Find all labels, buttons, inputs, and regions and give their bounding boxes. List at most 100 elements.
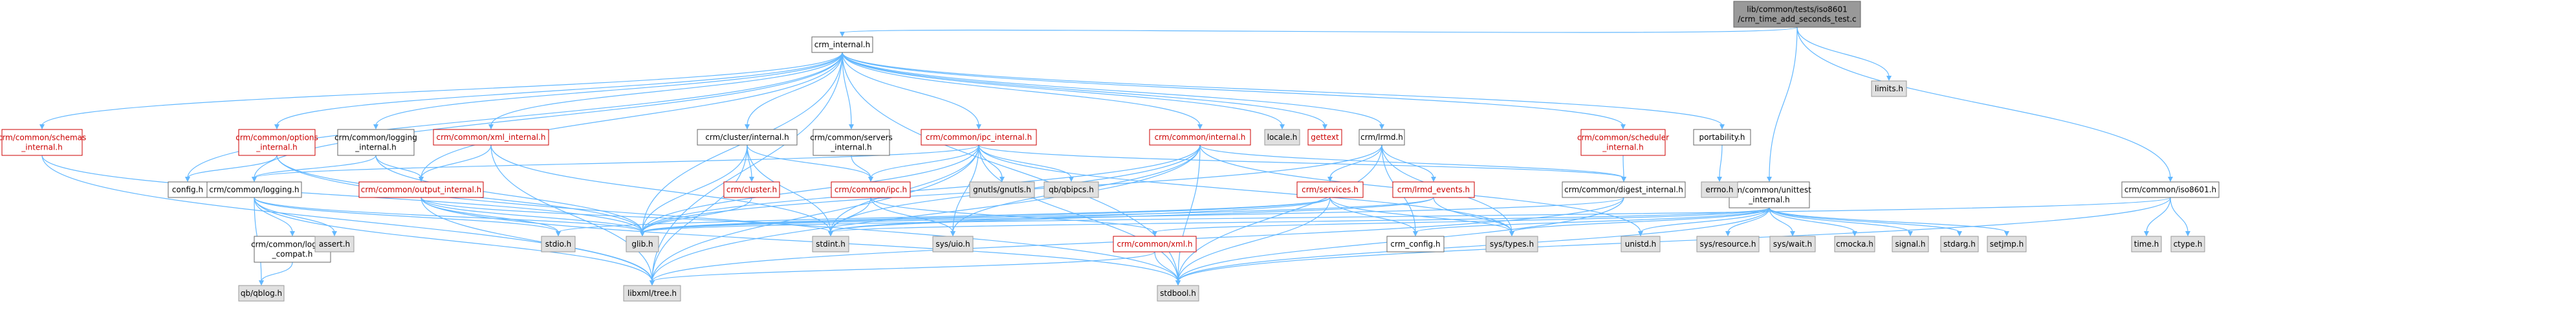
edge-arrowhead-unittest_internal-to-sys_types [1509,231,1514,236]
node-xml[interactable]: crm/common/xml.h [1113,236,1197,252]
node-label: crm/common/options [235,133,318,142]
node-qblog[interactable]: qb/qblog.h [238,285,285,302]
edge-services-to-glib [642,197,1331,233]
edge-crm_internal-to-lrmd [842,52,1382,126]
node-digest-internal[interactable]: crm/common/digest_internal.h [1562,181,1686,198]
edge-arrowhead-crm_internal-to-schemas_internal [39,124,45,129]
node-logging[interactable]: crm/common/logging.h [206,181,302,198]
edge-arrowhead-crm_internal-to-common_internal [1197,124,1203,129]
node-scheduler-internal[interactable]: crm/common/scheduler_internal.h [1577,129,1669,156]
node-gettext[interactable]: gettext [1307,129,1342,146]
edge-root-to-limits [1796,27,1890,78]
node-cluster[interactable]: crm/cluster.h [723,181,780,198]
node-label: crm/common/internal.h [1155,133,1246,142]
node-iso8601[interactable]: crm/common/iso8601.h [2121,181,2220,198]
edge-crm_internal-to-scheduler_internal [842,52,1624,126]
node-root[interactable]: lib/common/tests/iso8601/crm_time_add_se… [1733,1,1861,28]
node-sys-uio[interactable]: sys/uio.h [932,236,974,252]
edge-arrowhead-crm_internal-to-portability [1719,124,1725,129]
edge-ipc-to-sys_uio [870,197,954,233]
node-box [1987,236,2027,252]
edge-iso8601-to-ctype [2170,197,2189,233]
node-label: _internal.h [830,143,871,152]
edge-crm_internal-to-output_internal [420,52,843,179]
node-logging-compat[interactable]: crm/common/logging_compat.h [251,236,334,263]
node-lrmd[interactable]: crm/lrmd.h [1359,129,1405,146]
edge-lrmd_events-to-glib [642,197,1434,233]
edge-crm_internal-to-servers_internal [842,52,852,126]
node-ctype[interactable]: ctype.h [2170,236,2205,252]
node-portability[interactable]: portability.h [1693,129,1751,146]
edge-arrowhead-ipc-to-sys_uio [950,231,955,236]
edge-output_internal-to-libxml_tree [420,197,653,282]
edge-unittest_internal-to-signal [1769,207,1911,233]
node-box [1693,129,1751,146]
node-ipc[interactable]: crm/common/ipc.h [831,181,911,198]
node-sys-resource[interactable]: sys/resource.h [1696,236,1760,252]
node-box [206,181,302,198]
node-box [541,236,576,252]
node-stdarg[interactable]: stdarg.h [1940,236,1979,252]
node-setjmp[interactable]: setjmp.h [1987,236,2027,252]
node-glib[interactable]: glib.h [626,236,659,252]
node-label: unistd.h [1625,240,1657,249]
node-schemas-internal[interactable]: crm/common/schemas_internal.h [0,129,86,156]
edge-iso8601-to-glib [642,197,2171,233]
node-cluster-internal[interactable]: crm/cluster/internal.h [697,129,798,146]
edge-unittest_internal-to-xml [1154,207,1770,233]
node-crm-internal[interactable]: crm_internal.h [811,36,873,53]
node-unittest-internal[interactable]: crm/common/unittest_internal.h [1727,181,1811,208]
node-label: crm/common/xml.h [1117,240,1193,249]
node-output-internal[interactable]: crm/common/output_internal.h [358,181,484,198]
node-qbipcs[interactable]: qb/qbipcs.h [1043,181,1099,198]
edge-lrmd-to-lrmd_events [1381,144,1434,179]
edge-logging-to-glib [254,197,643,233]
node-options-internal[interactable]: crm/common/options_internal.h [235,129,318,156]
node-assert[interactable]: assert.h [314,236,355,252]
node-lrmd-events[interactable]: crm/lrmd_events.h [1392,181,1475,198]
node-services[interactable]: crm/services.h [1296,181,1364,198]
node-locale[interactable]: locale.h [1264,129,1300,146]
edge-unittest_internal-to-stdbool [1177,207,1770,282]
node-stdio[interactable]: stdio.h [541,236,576,252]
node-unistd[interactable]: unistd.h [1621,236,1661,252]
edge-common_internal-to-glib [642,144,1201,233]
node-box [1149,129,1251,146]
node-gnutls[interactable]: gnutls/gnutls.h [969,181,1035,198]
edge-logging-to-logging_compat [254,197,293,233]
node-xml-internal[interactable]: crm/common/xml_internal.h [433,129,549,146]
edge-output_internal-to-stdio [420,197,559,233]
node-label: crm/common/logging [334,133,417,142]
node-box [1113,236,1197,252]
node-label: crm/common/logging.h [209,185,299,194]
node-common-internal[interactable]: crm/common/internal.h [1149,129,1251,146]
edge-arrowhead-root-to-unittest_internal [1767,177,1772,182]
node-errno[interactable]: errno.h [1701,181,1738,198]
node-config-left[interactable]: config.h [168,181,208,198]
node-label: crm/common/scheduler [1577,133,1669,142]
edge-iso8601-to-time [2146,197,2171,233]
node-box [1834,236,1875,252]
node-libxml-tree[interactable]: libxml/tree.h [623,285,681,302]
edge-arrowhead-logging_compat-to-qblog [259,280,264,286]
edge-servers_internal-to-ipc [851,155,871,179]
node-stdbool[interactable]: stdbool.h [1157,285,1199,302]
edge-common_internal-to-digest_internal [1199,144,1624,179]
node-time[interactable]: time.h [2131,236,2162,252]
node-servers-internal[interactable]: crm/common/servers_internal.h [810,129,893,156]
node-sys-types[interactable]: sys/types.h [1485,236,1538,252]
node-signal[interactable]: signal.h [1892,236,1929,252]
node-ipc-internal[interactable]: crm/common/ipc_internal.h [921,129,1037,146]
node-box [337,129,415,156]
node-sys-wait[interactable]: sys/wait.h [1769,236,1816,252]
node-stdint[interactable]: stdint.h [812,236,849,252]
edge-options_internal-to-config_left [187,155,278,179]
edge-ipc_internal-to-gnutls [978,144,1003,179]
node-label: cmocka.h [1836,240,1873,249]
node-logging-internal[interactable]: crm/common/logging_internal.h [334,129,417,156]
edge-arrowhead-crm_internal-to-gettext [1322,124,1327,129]
node-cmocka[interactable]: cmocka.h [1834,236,1875,252]
node-limits[interactable]: limits.h [1871,80,1907,97]
node-crm-config[interactable]: crm_config.h [1386,236,1445,252]
edge-digest_internal-to-glib [642,197,1624,233]
